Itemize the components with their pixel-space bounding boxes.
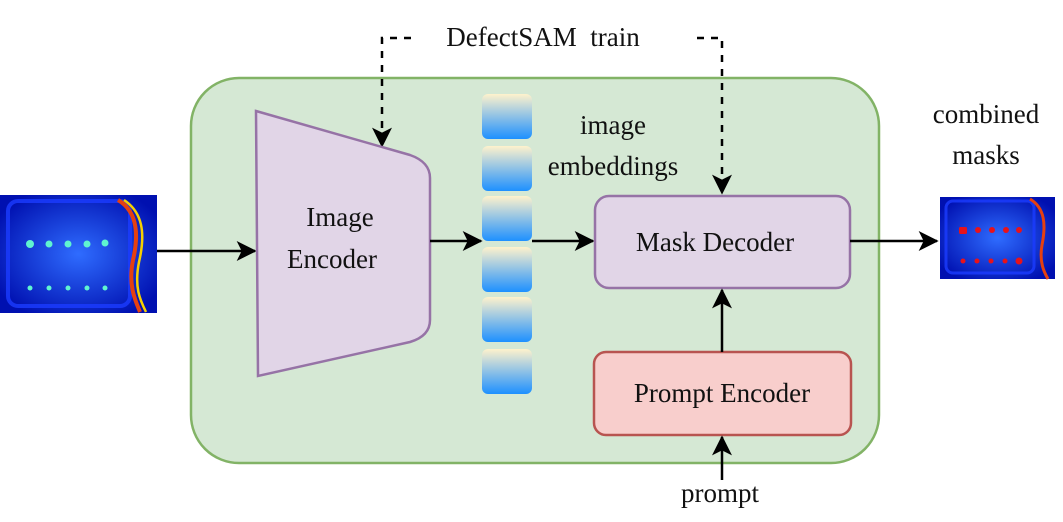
train-arrow-right [697, 36, 732, 195]
output-mask-image [940, 197, 1055, 280]
output-label-line1: combined [933, 99, 1040, 129]
prompt-label: prompt [681, 478, 759, 508]
embedding-block [482, 146, 532, 191]
mask-decoder-label: Mask Decoder [636, 227, 794, 257]
title-label: DefectSAM train [446, 22, 640, 52]
image-encoder-label-line1: Image [306, 202, 373, 232]
image-encoder-label-line2: Encoder [287, 244, 377, 274]
embeddings-label-line2: embeddings [548, 151, 678, 181]
input-image [0, 195, 157, 313]
embedding-block [482, 247, 532, 292]
embedding-block [482, 297, 532, 342]
image-encoder-block [254, 109, 432, 378]
embeddings-label-line1: image [580, 110, 646, 140]
prompt-encoder-label: Prompt Encoder [634, 378, 810, 408]
embedding-block [482, 196, 532, 241]
embedding-block [482, 94, 532, 139]
embedding-stack [482, 94, 532, 394]
output-label-line2: masks [952, 140, 1020, 170]
embedding-block [482, 349, 532, 394]
train-arrow-left [372, 36, 411, 148]
